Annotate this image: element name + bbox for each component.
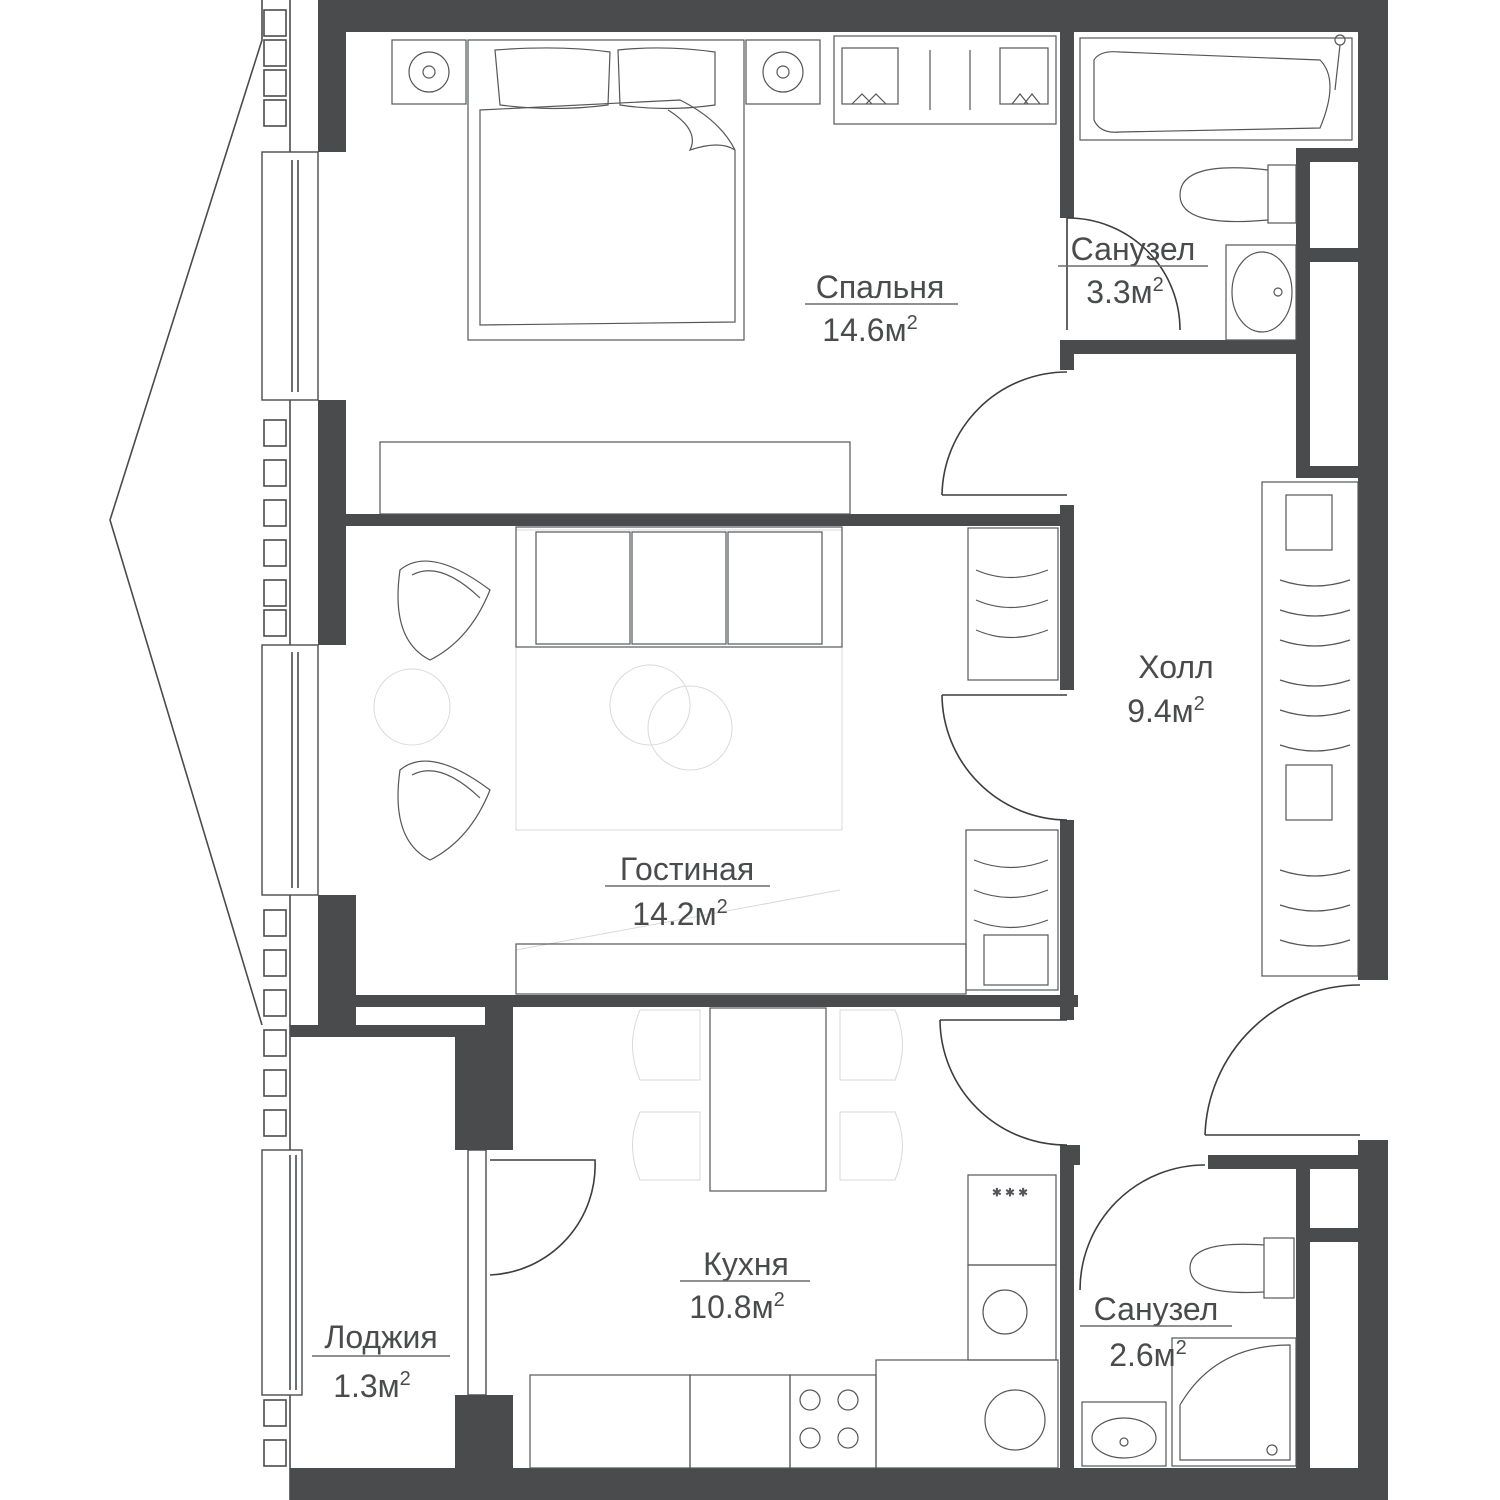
room-name-hall: Холл bbox=[1138, 649, 1213, 685]
room-name-living: Гостиная bbox=[620, 851, 754, 887]
bedroom-furniture bbox=[379, 35, 1057, 515]
bath2-fixtures bbox=[1081, 1237, 1297, 1467]
area-unit-power: 2 bbox=[774, 1289, 785, 1311]
svg-text:14.2м2: 14.2м2 bbox=[632, 896, 727, 932]
svg-text:9.4м2: 9.4м2 bbox=[1127, 693, 1205, 729]
walls bbox=[290, 0, 1388, 1500]
svg-text:* * *: * * * bbox=[993, 1185, 1027, 1204]
kitchen-furniture: * * * bbox=[529, 1007, 1059, 1469]
area-unit-power: 2 bbox=[907, 312, 918, 334]
room-area-bath2: 2.6м bbox=[1109, 1337, 1175, 1373]
room-area-kitchen: 10.8м bbox=[689, 1289, 773, 1325]
area-unit-power: 2 bbox=[1153, 274, 1164, 296]
living-furniture bbox=[373, 526, 1059, 995]
room-area-bath1: 3.3м bbox=[1086, 274, 1152, 310]
room-name-kitchen: Кухня bbox=[703, 1246, 789, 1282]
bath1-fixtures bbox=[1079, 34, 1353, 341]
room-area-bedroom: 14.6м bbox=[822, 312, 906, 348]
area-unit-power: 2 bbox=[1194, 693, 1205, 715]
room-label-bath2: Санузел 2.6м2 bbox=[1080, 1291, 1232, 1373]
hall-wardrobe bbox=[1261, 481, 1359, 977]
svg-text:3.3м2: 3.3м2 bbox=[1086, 274, 1164, 310]
room-name-bath1: Санузел bbox=[1071, 231, 1196, 267]
room-name-bedroom: Спальня bbox=[816, 269, 945, 305]
area-unit-power: 2 bbox=[400, 1368, 411, 1390]
area-unit-power: 2 bbox=[1176, 1337, 1187, 1359]
room-name-loggia: Лоджия bbox=[324, 1319, 437, 1355]
svg-text:1.3м2: 1.3м2 bbox=[333, 1368, 411, 1404]
windows bbox=[261, 151, 487, 1396]
room-name-bath2: Санузел bbox=[1094, 1291, 1219, 1327]
room-area-living: 14.2м bbox=[632, 896, 716, 932]
room-label-bedroom: Спальня 14.6м2 bbox=[805, 269, 958, 348]
room-area-loggia: 1.3м bbox=[333, 1368, 399, 1404]
doors bbox=[489, 217, 1361, 1291]
room-area-hall: 9.4м bbox=[1127, 693, 1193, 729]
room-label-living: Гостиная 14.2м2 bbox=[605, 851, 770, 932]
room-label-loggia: Лоджия 1.3м2 bbox=[312, 1319, 450, 1404]
svg-text:2.6м2: 2.6м2 bbox=[1109, 1337, 1187, 1373]
room-label-hall: Холл 9.4м2 bbox=[1127, 649, 1214, 729]
svg-text:10.8м2: 10.8м2 bbox=[689, 1289, 784, 1325]
svg-text:14.6м2: 14.6м2 bbox=[822, 312, 917, 348]
room-label-kitchen: Кухня 10.8м2 bbox=[680, 1246, 810, 1325]
room-label-bath1: Санузел 3.3м2 bbox=[1058, 231, 1208, 310]
area-unit-power: 2 bbox=[717, 896, 728, 918]
